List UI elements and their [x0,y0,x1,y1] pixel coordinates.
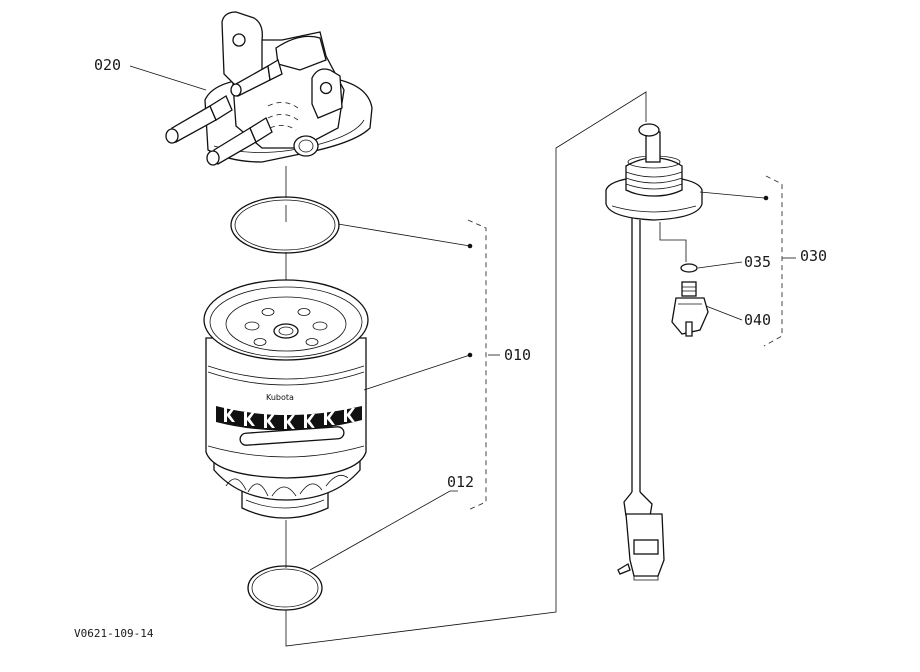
part-010-filter-cartridge: Kubota [203,279,369,519]
label-part-020: 020 [94,56,122,74]
part-040-sensor-switch [671,281,709,337]
label-part-035: 035 [744,253,772,271]
part-o-ring-top [230,196,340,254]
part-030-drain-sensor [605,123,703,581]
drawing-code: V0621-109-14 [74,627,154,640]
part-020-filter-head [165,11,373,166]
label-part-012: 012 [447,473,475,491]
part-035-small-o-ring [680,263,698,273]
leader-lines [129,65,796,571]
label-part-040: 040 [744,311,772,329]
cartridge-brand-text: Kubota [266,393,294,402]
label-part-010: 010 [504,346,532,364]
label-part-030: 030 [800,247,828,265]
assembly-brackets [467,175,783,511]
part-o-ring-bottom [247,565,323,611]
